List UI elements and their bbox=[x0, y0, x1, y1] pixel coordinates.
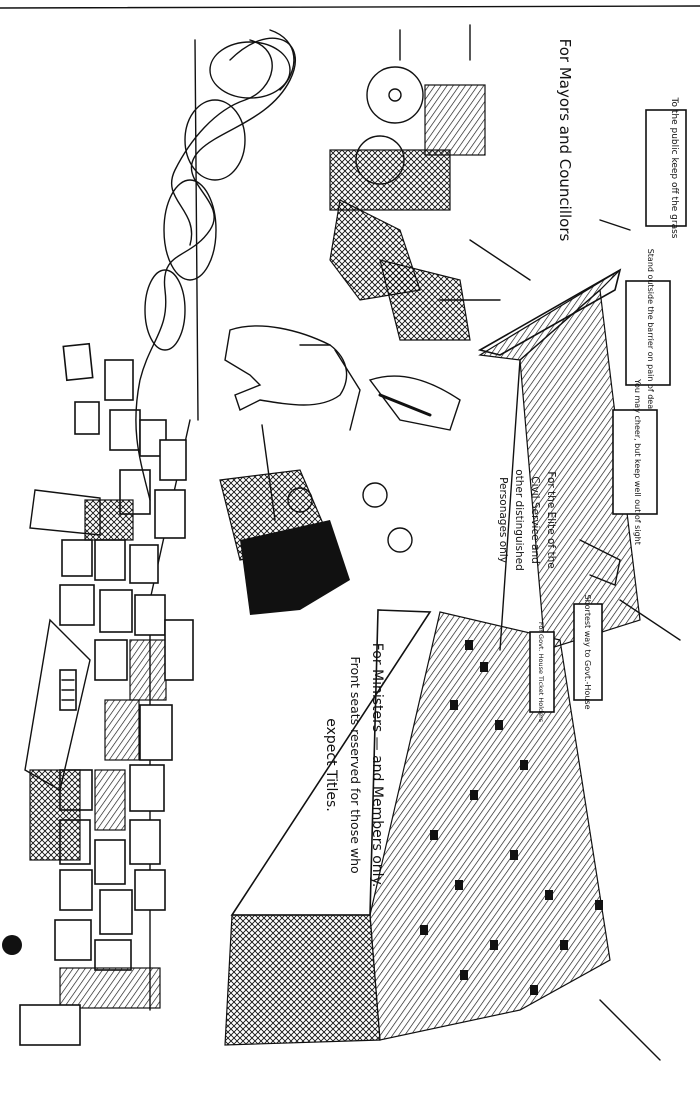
sign-cheer: You may cheer, but keep well out of sigh… bbox=[612, 378, 658, 545]
label-elite: For the Elite of the Civil Service and o… bbox=[497, 469, 557, 571]
sign-public-text: To the public keep off the grass bbox=[669, 97, 679, 239]
sign-ticket: For Govt. House Ticket Holders bbox=[529, 622, 555, 723]
background-lines bbox=[2, 219, 681, 1061]
ministers-stand bbox=[224, 609, 611, 1046]
label-elite-line-4: Personages only bbox=[497, 477, 509, 563]
label-ministers-line-3: expect Titles. bbox=[323, 718, 339, 812]
label-elite-line-1: For the Elite of the bbox=[545, 471, 557, 568]
label-ministers: For Ministers — and Members only. Front … bbox=[323, 643, 385, 888]
label-ministers-line-1: For Ministers — and Members only. bbox=[369, 643, 385, 888]
horse-figure bbox=[224, 325, 461, 431]
window-bars-icon bbox=[61, 679, 75, 701]
walking-couple bbox=[219, 424, 413, 615]
sign-public: To the public keep off the grass bbox=[645, 97, 687, 239]
label-mayors-text: For Mayors and Councillors bbox=[556, 39, 574, 242]
civil-service-stand bbox=[477, 268, 641, 651]
sign-ticket-text: For Govt. House Ticket Holders bbox=[537, 622, 545, 723]
carriage bbox=[329, 24, 486, 211]
sign-barrier: Stand outside the barrier on pain of dea… bbox=[625, 249, 671, 418]
sign-shortest: Shortest way to Govt.-House bbox=[573, 595, 603, 710]
sign-barrier-text: Stand outside the barrier on pain of dea… bbox=[646, 249, 655, 418]
stone-pillar bbox=[24, 489, 134, 861]
label-elite-line-2: Civil Service and bbox=[529, 476, 541, 564]
sign-cheer-text: You may cheer, but keep well out of sigh… bbox=[633, 378, 642, 545]
label-ministers-line-2: Front seats reserved for those who bbox=[348, 656, 363, 873]
stone-wall bbox=[19, 39, 199, 1046]
sign-shortest-text: Shortest way to Govt.-House bbox=[583, 595, 592, 710]
tree-scribble bbox=[135, 29, 296, 501]
label-mayors: For Mayors and Councillors bbox=[556, 39, 574, 242]
crowd-hats bbox=[420, 640, 603, 995]
riders bbox=[329, 199, 531, 341]
label-elite-line-3: other distinguished bbox=[513, 469, 525, 571]
